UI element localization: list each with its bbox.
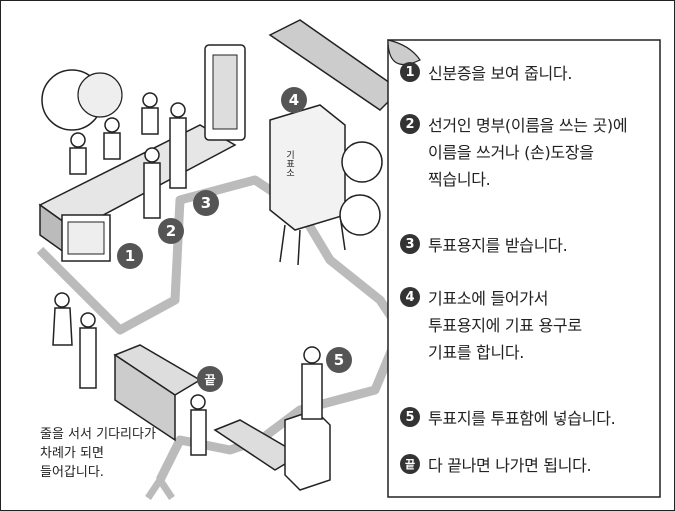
voting-booth [269, 104, 346, 231]
step-3-line-1: 투표용지를 받습니다. [428, 236, 568, 255]
step-4: 4 기표소에 들어가서 투표용지에 기표 용구로 기표를 합니다. [400, 285, 582, 366]
scene-marker-end: 끝 [197, 366, 223, 392]
waiting-instruction: 줄을 서서 기다리다가 차례가 되면 들어갑니다. [40, 425, 156, 482]
step-number-end: 끝 [400, 454, 420, 474]
stamp-tool-bubble [341, 141, 383, 183]
waiting-line-2: 차례가 되면 [40, 446, 104, 461]
step-5: 5 투표지를 투표함에 넣습니다. [400, 405, 616, 432]
step-3: 3 투표용지를 받습니다. [400, 232, 568, 259]
scene-marker-2: 2 [158, 218, 184, 244]
step-2-line-2: 이름을 쓰거나 (손)도장을 [428, 143, 594, 162]
panel-curl [387, 39, 421, 65]
step-2-line-1: 선거인 명부(이름을 쓰는 곳)에 [428, 116, 628, 135]
step-number-4: 4 [400, 287, 420, 307]
instruction-panel [387, 39, 661, 498]
step-4-line-1: 기표소에 들어가서 [428, 289, 549, 308]
scene-marker-1: 1 [117, 243, 143, 269]
voting-person [301, 363, 323, 420]
step-5-line-1: 투표지를 투표함에 넣습니다. [428, 409, 616, 428]
step-end: 끝 다 끝나면 나가면 됩니다. [400, 452, 592, 479]
ballot-box [284, 409, 331, 491]
step-4-line-2: 투표용지에 기표 용구로 [428, 316, 582, 335]
exiting-person [190, 409, 207, 456]
step-number-1: 1 [400, 62, 420, 82]
waiting-line-1: 줄을 서서 기다리다가 [40, 427, 156, 442]
ballot-fold-bubble [339, 194, 381, 236]
step-end-line-1: 다 끝나면 나가면 됩니다. [428, 456, 592, 475]
step-4-line-3: 기표를 합니다. [428, 343, 525, 362]
step-1-line-1: 신분증을 보여 줍니다. [428, 64, 573, 83]
scene-marker-4: 4 [281, 87, 307, 113]
scene-marker-3: 3 [193, 190, 219, 216]
officials [69, 92, 187, 219]
scene-marker-5: 5 [326, 347, 352, 373]
step-number-2: 2 [400, 114, 420, 134]
step-number-5: 5 [400, 407, 420, 427]
step-2-line-3: 찍습니다. [428, 170, 491, 189]
step-1: 1 신분증을 보여 줍니다. [400, 60, 572, 87]
waiting-line-3: 들어갑니다. [40, 465, 104, 480]
step-2: 2 선거인 명부(이름을 쓰는 곳)에 이름을 쓰거나 (손)도장을 찍습니다. [400, 112, 628, 193]
step-number-3: 3 [400, 234, 420, 254]
booth-label: 기표소 [284, 150, 294, 177]
exit-arrow [145, 478, 175, 500]
waiting-voters [52, 292, 97, 389]
